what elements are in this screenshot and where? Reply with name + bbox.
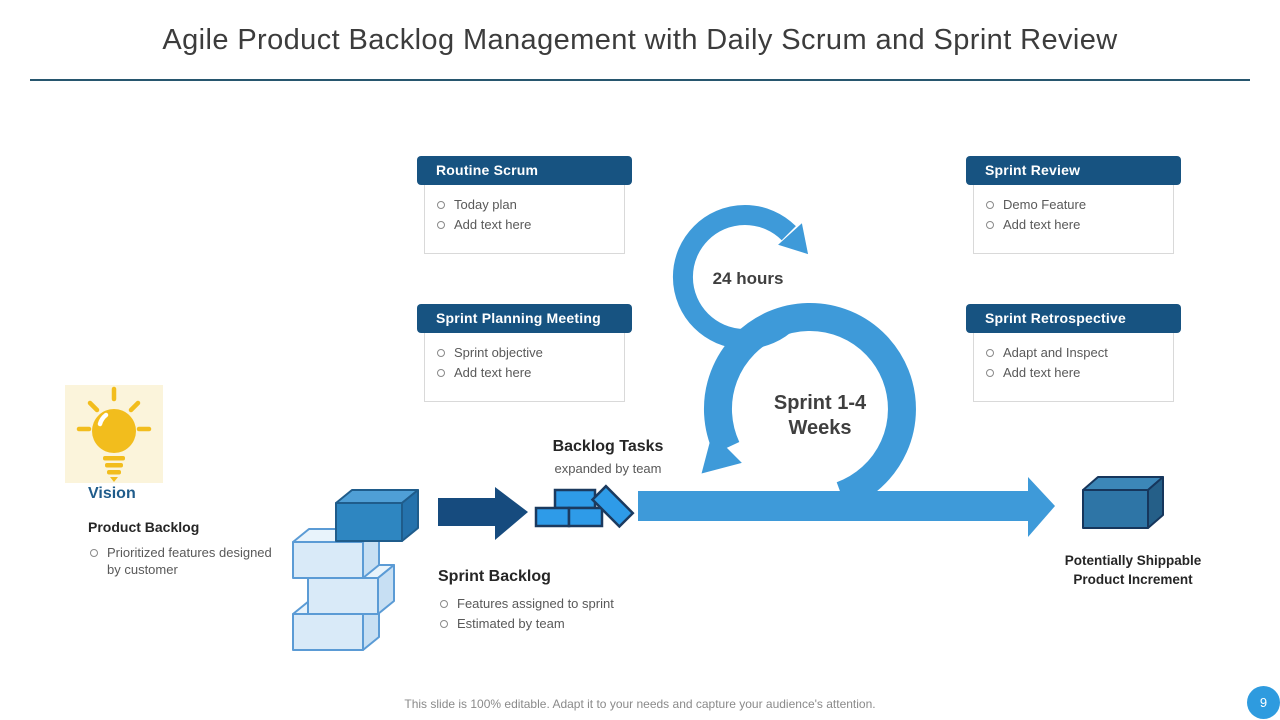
card-sprint-retrospective: Sprint Retrospective Adapt and Inspect A… (966, 304, 1181, 402)
sprint-backlog-title: Sprint Backlog (438, 568, 551, 585)
backlog-tasks-title: Backlog Tasks (552, 438, 664, 455)
card-sprint-review-title: Sprint Review (966, 156, 1181, 185)
card-routine-scrum-title: Routine Scrum (417, 156, 632, 185)
bullet-marker (440, 620, 448, 628)
bullet-text: Features assigned to sprint (457, 596, 614, 611)
page-number-badge: 9 (1247, 686, 1280, 719)
bullet-marker (986, 221, 994, 229)
process-arrow (438, 487, 528, 540)
bullet-marker (437, 221, 445, 229)
sprint-loop-label: Sprint 1-4 Weeks (738, 391, 902, 441)
sprint-backlog-bullets: Features assigned to sprint Estimated by… (438, 595, 678, 635)
card-routine-scrum: Routine Scrum Today plan Add text here (417, 156, 632, 254)
sprint-loop-label-line1: Sprint 1-4 (773, 392, 867, 414)
bullet-text: Today plan (454, 197, 517, 212)
bullet-text: Add text here (1003, 365, 1081, 380)
increment-label-line1: Potentially Shippable (1064, 553, 1202, 568)
backlog-bricks-icon (534, 484, 635, 529)
card-sprint-retrospective-title: Sprint Retrospective (966, 304, 1181, 333)
slide-title: Agile Product Backlog Management with Da… (162, 24, 1118, 56)
increment-label: Potentially Shippable Product Increment (1032, 551, 1234, 589)
bullet-marker (986, 349, 994, 357)
footer-note: This slide is 100% editable. Adapt it to… (404, 697, 876, 711)
product-backlog-heading: Product Backlog (88, 519, 200, 535)
bullet-text: Estimated by team (457, 616, 565, 631)
bullet-marker (437, 349, 445, 357)
bullet-text: Adapt and Inspect (1003, 345, 1108, 360)
daily-scrum-loop-label: 24 hours (712, 269, 784, 288)
bullet-text: Add text here (454, 365, 532, 380)
bullet-marker (986, 369, 994, 377)
bullet-text: Prioritized features designed by custome… (107, 545, 272, 577)
title-divider (30, 79, 1250, 81)
bullet-marker (986, 201, 994, 209)
card-sprint-planning-meeting: Sprint Planning Meeting Sprint objective… (417, 304, 632, 402)
vision-label: Vision (88, 485, 136, 502)
backlog-tasks-subtitle: expanded by team (554, 461, 662, 476)
card-sprint-planning-meeting-title: Sprint Planning Meeting (417, 304, 632, 333)
card-sprint-review: Sprint Review Demo Feature Add text here (966, 156, 1181, 254)
sprint-loop-label-line2: Weeks (788, 417, 852, 439)
product-backlog-stack-icon (292, 489, 419, 651)
bullet-marker (437, 201, 445, 209)
bullet-text: Demo Feature (1003, 197, 1087, 212)
bullet-text: Add text here (454, 217, 532, 232)
lightbulb-icon (65, 385, 163, 483)
increment-cube-icon (1082, 476, 1164, 529)
bullet-marker (437, 369, 445, 377)
product-backlog-bullet: Prioritized features designed by custome… (88, 544, 274, 581)
increment-label-line2: Product Increment (1073, 572, 1193, 587)
bullet-text: Add text here (1003, 217, 1081, 232)
flow-arrow (638, 477, 1055, 537)
bullet-text: Sprint objective (454, 345, 543, 360)
bullet-marker (90, 549, 98, 557)
bullet-marker (440, 600, 448, 608)
